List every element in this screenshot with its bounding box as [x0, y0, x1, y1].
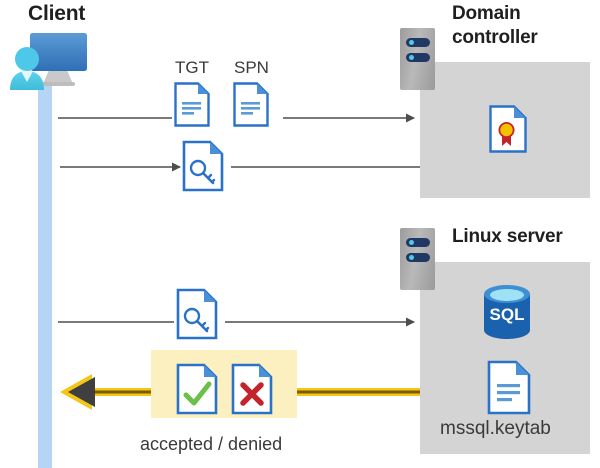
- rack-led-row-2: [406, 253, 430, 262]
- client-title: Client: [28, 2, 86, 25]
- verdict-label: accepted / denied: [140, 434, 283, 454]
- sql-label: SQL: [490, 305, 525, 324]
- rack-led-row-1: [406, 38, 430, 47]
- spn-label: SPN: [234, 58, 269, 77]
- server-rack-icon-domain-controller: [400, 28, 435, 90]
- document-icon-spn: [233, 82, 269, 127]
- document-key-icon-ticket-1: [182, 140, 224, 192]
- keytab-filename-label: mssql.keytab: [440, 418, 551, 439]
- rack-led-row-1: [406, 238, 430, 247]
- verdict-highlight-box: [151, 350, 297, 418]
- flow-line-4a: [60, 374, 152, 410]
- server-rack-icon-linux-server: [400, 228, 435, 290]
- flow-line-4b: [297, 388, 420, 396]
- rack-led-row-2: [406, 53, 430, 62]
- certificate-document-icon: [489, 105, 527, 153]
- sql-database-cylinder-icon: SQL: [484, 285, 530, 339]
- domain-controller-title: Domain controller: [452, 3, 538, 48]
- document-key-icon-ticket-2: [176, 288, 218, 340]
- document-icon-keytab: [487, 360, 531, 415]
- client-lifeline: [38, 84, 52, 468]
- linux-server-title: Linux server: [452, 226, 563, 247]
- document-icon-tgt: [174, 82, 210, 127]
- tgt-label: TGT: [175, 58, 209, 77]
- client-user-monitor-icon: [10, 33, 87, 90]
- document-cross-icon-denied: [231, 363, 273, 415]
- document-check-icon-accepted: [176, 363, 218, 415]
